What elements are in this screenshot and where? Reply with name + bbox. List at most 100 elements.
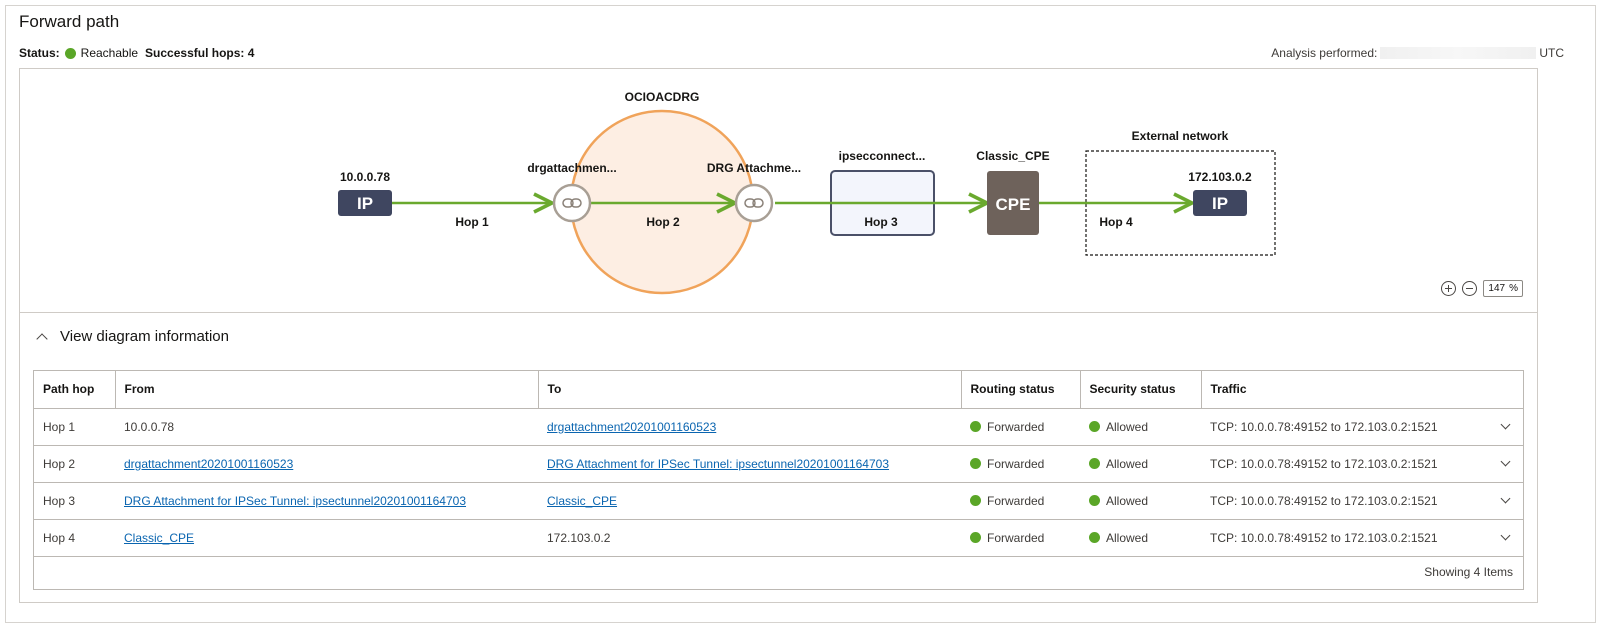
- col-routing-status[interactable]: Routing status: [961, 371, 1081, 409]
- cell-traffic: TCP: 10.0.0.78:49152 to 172.103.0.2:1521: [1201, 519, 1523, 557]
- path-diagram-svg: OCIOACDRG External network ipsecconnect.…: [338, 90, 1276, 295]
- status-line: Status: Reachable Successful hops: 4: [19, 46, 254, 60]
- diagram-container: OCIOACDRG External network ipsecconnect.…: [19, 68, 1538, 603]
- cell-security: Allowed: [1080, 482, 1201, 520]
- cell-routing: Forwarded: [961, 519, 1080, 557]
- cell-to-link[interactable]: DRG Attachment for IPSec Tunnel: ipsectu…: [547, 456, 890, 471]
- cell-from-link[interactable]: Classic_CPE: [124, 530, 195, 545]
- chevron-down-icon[interactable]: [1500, 530, 1511, 540]
- traffic-text: TCP: 10.0.0.78:49152 to 172.103.0.2:1521: [1210, 493, 1438, 508]
- forward-path-panel: Forward path Status: Reachable Successfu…: [5, 5, 1596, 623]
- cell-from-link[interactable]: drgattachment20201001160523: [124, 456, 294, 471]
- zoom-controls: 147 %: [1441, 280, 1523, 297]
- analysis-performed: Analysis performed: UTC: [1271, 46, 1564, 60]
- cell-hop: Hop 3: [34, 482, 115, 520]
- hop3-label: Hop 3: [864, 215, 898, 229]
- allowed-status-icon: [1089, 457, 1100, 469]
- dest-ip-node[interactable]: [1193, 190, 1247, 216]
- traffic-text: TCP: 10.0.0.78:49152 to 172.103.0.2:1521: [1210, 456, 1438, 471]
- forwarded-status-icon: [970, 531, 981, 543]
- allowed-status-icon: [1089, 494, 1100, 506]
- cell-hop: Hop 2: [34, 445, 115, 483]
- hop4-label: Hop 4: [1099, 215, 1133, 229]
- items-count: Showing 4 Items: [1424, 565, 1513, 579]
- status-label: Status:: [19, 46, 60, 60]
- link-icon: [744, 198, 764, 208]
- chevron-down-icon[interactable]: [1500, 419, 1511, 429]
- cell-to-link[interactable]: drgattachment20201001160523: [547, 419, 717, 434]
- attachment2-node[interactable]: [734, 183, 774, 223]
- drg-name-label: OCIOACDRG: [625, 90, 700, 104]
- successful-hops: Successful hops: 4: [145, 46, 255, 60]
- cell-hop: Hop 1: [34, 408, 115, 446]
- zoom-level-input[interactable]: 147 %: [1483, 280, 1523, 297]
- source-ip-label: 10.0.0.78: [340, 170, 390, 184]
- cell-routing: Forwarded: [961, 482, 1080, 520]
- hops-table: Path hop From To Routing status Security…: [33, 370, 1524, 590]
- allowed-status-icon: [1089, 420, 1100, 432]
- col-path-hop[interactable]: Path hop: [34, 371, 116, 409]
- cell-to: 172.103.0.2: [538, 519, 961, 557]
- external-network-box[interactable]: [1085, 150, 1276, 256]
- dest-ip-label: 172.103.0.2: [1188, 170, 1252, 184]
- zoom-in-icon[interactable]: [1441, 281, 1457, 296]
- security-text: Allowed: [1106, 493, 1149, 508]
- routing-text: Forwarded: [987, 530, 1045, 545]
- status-value: Reachable: [80, 46, 139, 60]
- zoom-out-icon[interactable]: [1462, 281, 1478, 296]
- cell-hop: Hop 4: [34, 519, 115, 557]
- view-diagram-info-toggle[interactable]: View diagram information: [20, 314, 1537, 358]
- reachable-status-icon: [64, 47, 76, 59]
- col-from[interactable]: From: [115, 371, 539, 409]
- col-security-status[interactable]: Security status: [1080, 371, 1202, 409]
- forwarded-status-icon: [970, 457, 981, 469]
- cell-traffic: TCP: 10.0.0.78:49152 to 172.103.0.2:1521: [1201, 445, 1523, 483]
- zoom-unit: %: [1509, 283, 1518, 294]
- col-traffic[interactable]: Traffic: [1201, 371, 1523, 409]
- chevron-down-icon[interactable]: [1500, 456, 1511, 466]
- forwarded-status-icon: [970, 494, 981, 506]
- redacted-timestamp: [1380, 47, 1537, 59]
- cell-routing: Forwarded: [961, 445, 1080, 483]
- security-text: Allowed: [1106, 456, 1149, 471]
- cell-security: Allowed: [1080, 445, 1201, 483]
- link-icon: [562, 198, 582, 208]
- cpe-node[interactable]: [987, 171, 1039, 235]
- hop1-label: Hop 1: [455, 215, 489, 229]
- chevron-up-icon: [36, 332, 48, 345]
- analysis-label: Analysis performed:: [1271, 46, 1378, 60]
- attachment1-node[interactable]: [552, 183, 592, 223]
- security-text: Allowed: [1106, 419, 1149, 434]
- cpe-badge: CPE: [996, 195, 1031, 214]
- cell-traffic: TCP: 10.0.0.78:49152 to 172.103.0.2:1521: [1201, 482, 1523, 520]
- attachment1-label: drgattachmen...: [527, 161, 616, 175]
- hop2-label: Hop 2: [646, 215, 680, 229]
- dest-ip-badge: IP: [1212, 194, 1228, 213]
- table-header-row: Path hop From To Routing status Security…: [34, 371, 1523, 409]
- cell-traffic: TCP: 10.0.0.78:49152 to 172.103.0.2:1521: [1201, 408, 1523, 446]
- forwarded-status-icon: [970, 420, 981, 432]
- cell-from-link[interactable]: DRG Attachment for IPSec Tunnel: ipsectu…: [124, 493, 467, 508]
- traffic-text: TCP: 10.0.0.78:49152 to 172.103.0.2:1521: [1210, 419, 1438, 434]
- table-row: Hop 4 Classic_CPE 172.103.0.2 Forwarded …: [34, 519, 1523, 557]
- view-diagram-info-label: View diagram information: [60, 327, 229, 345]
- cell-to-link[interactable]: Classic_CPE: [547, 493, 618, 508]
- routing-text: Forwarded: [987, 456, 1045, 471]
- source-ip-node[interactable]: [338, 190, 392, 216]
- cpe-label: Classic_CPE: [976, 149, 1049, 163]
- path-diagram[interactable]: OCIOACDRG External network ipsecconnect.…: [20, 69, 1537, 313]
- col-to[interactable]: To: [538, 371, 962, 409]
- source-ip-badge: IP: [357, 194, 373, 213]
- chevron-down-icon[interactable]: [1500, 493, 1511, 503]
- routing-text: Forwarded: [987, 419, 1045, 434]
- cell-security: Allowed: [1080, 519, 1201, 557]
- zoom-value: 147: [1488, 283, 1506, 294]
- security-text: Allowed: [1106, 530, 1149, 545]
- analysis-suffix: UTC: [1539, 46, 1564, 60]
- ipsec-label: ipsecconnect...: [839, 149, 926, 163]
- attachment2-label: DRG Attachme...: [707, 161, 801, 175]
- allowed-status-icon: [1089, 531, 1100, 543]
- cell-security: Allowed: [1080, 408, 1201, 446]
- page-title: Forward path: [19, 12, 120, 31]
- traffic-text: TCP: 10.0.0.78:49152 to 172.103.0.2:1521: [1210, 530, 1438, 545]
